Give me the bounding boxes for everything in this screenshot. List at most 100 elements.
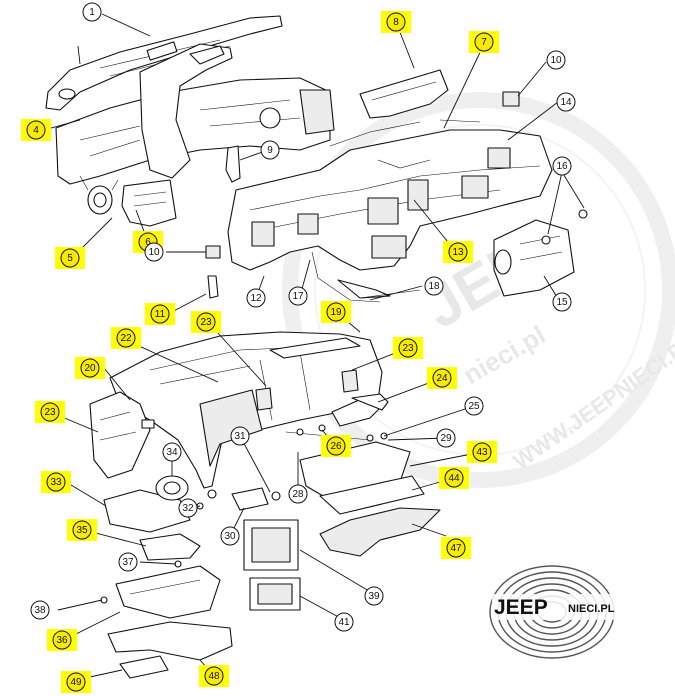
callout-number: 32 — [182, 503, 194, 514]
callout-circle — [464, 396, 484, 416]
watermark-sub-text: nieci.pl — [458, 319, 551, 390]
callout-13: 13 — [443, 241, 473, 263]
callout-circle — [144, 242, 164, 262]
callout-circle — [52, 630, 72, 650]
callout-7: 7 — [469, 31, 499, 53]
callout-19: 19 — [321, 301, 351, 323]
callout-number: 6 — [145, 237, 151, 248]
callout-23: 23 — [393, 337, 423, 359]
callout-4: 4 — [21, 119, 51, 141]
callout-circle — [116, 328, 136, 348]
callout-number: 18 — [428, 281, 440, 292]
callout-number: 34 — [166, 447, 178, 458]
callout-48: 48 — [199, 665, 229, 687]
callout-circle — [436, 428, 456, 448]
callout-circle — [334, 612, 354, 632]
callout-number: 10 — [148, 247, 160, 258]
callout-number: 29 — [440, 433, 452, 444]
callout-30: 30 — [220, 526, 240, 546]
callout-47: 47 — [441, 537, 471, 559]
callout-38: 38 — [30, 600, 50, 620]
callout-33: 33 — [41, 471, 71, 493]
callout-circle — [66, 672, 86, 692]
callout-number: 41 — [338, 617, 350, 628]
callout-44: 44 — [439, 467, 469, 489]
callout-number: 23 — [200, 317, 212, 328]
callout-number: 48 — [208, 671, 220, 682]
callout-number: 20 — [84, 363, 96, 374]
callout-number: 23 — [402, 343, 414, 354]
callout-number: 19 — [330, 307, 342, 318]
callout-number: 28 — [292, 489, 304, 500]
callout-number: 23 — [44, 407, 56, 418]
callout-number: 5 — [67, 253, 73, 264]
logo-main-text: JEEP — [494, 596, 548, 619]
callout-31: 31 — [230, 426, 250, 446]
callout-circle — [204, 666, 224, 686]
callout-15: 15 — [552, 292, 572, 312]
jeepnieci-logo: JEEP NIECI.PL — [489, 565, 637, 659]
callout-circle — [220, 526, 240, 546]
callout-number: 25 — [468, 401, 480, 412]
callout-number: 10 — [550, 55, 562, 66]
callout-number: 49 — [70, 677, 82, 688]
callout-number: 36 — [56, 635, 68, 646]
callout-number: 31 — [234, 431, 246, 442]
callout-39: 39 — [364, 586, 384, 606]
callout-number: 24 — [436, 373, 448, 384]
callout-49: 49 — [61, 671, 91, 693]
callout-41: 41 — [334, 612, 354, 632]
callout-number: 1 — [89, 7, 95, 18]
callout-circle — [72, 520, 92, 540]
callout-43: 43 — [467, 441, 497, 463]
callout-25: 25 — [464, 396, 484, 416]
callout-number: 33 — [50, 477, 62, 488]
callout-circle — [26, 120, 46, 140]
callout-number: 8 — [393, 17, 399, 28]
callout-number: 9 — [267, 145, 273, 156]
logo-sub-text: NIECI.PL — [568, 603, 615, 615]
callout-circle — [552, 292, 572, 312]
callout-number: 38 — [34, 605, 46, 616]
callout-9: 9 — [260, 140, 280, 160]
callout-circle — [552, 156, 572, 176]
callout-number: 11 — [155, 309, 166, 320]
callout-circle — [446, 538, 466, 558]
callout-circle — [162, 442, 182, 462]
callout-circle — [230, 426, 250, 446]
callout-number: 14 — [560, 97, 572, 108]
callout-14: 14 — [556, 92, 576, 112]
callout-circle — [386, 12, 406, 32]
callout-number: 37 — [122, 557, 134, 568]
callout-number: 17 — [292, 291, 304, 302]
callout-number: 39 — [368, 591, 380, 602]
callout-circle — [82, 2, 102, 22]
callout-28: 28 — [288, 484, 308, 504]
callout-37: 37 — [118, 552, 138, 572]
callout-23: 23 — [35, 401, 65, 423]
parts-drawing — [45, 15, 588, 679]
callout-circle — [398, 338, 418, 358]
callout-circle — [40, 402, 60, 422]
callout-circle — [364, 586, 384, 606]
callout-35: 35 — [67, 519, 97, 541]
callout-circle — [474, 32, 494, 52]
callout-20: 20 — [75, 357, 105, 379]
callout-16: 16 — [552, 156, 572, 176]
callout-5: 5 — [55, 247, 85, 269]
callout-layer: 1456789101011121314151617181920222323232… — [21, 2, 576, 693]
callout-29: 29 — [436, 428, 456, 448]
callout-circle — [150, 304, 170, 324]
callout-number: 13 — [452, 247, 464, 258]
callout-36: 36 — [47, 629, 77, 651]
callout-26: 26 — [321, 435, 351, 457]
callout-circle — [246, 288, 266, 308]
callout-1: 1 — [82, 2, 102, 22]
callout-8: 8 — [381, 11, 411, 33]
callout-circle — [556, 92, 576, 112]
callout-circle — [424, 276, 444, 296]
callout-circle — [326, 302, 346, 322]
callout-circle — [288, 286, 308, 306]
callout-23: 23 — [191, 311, 221, 333]
